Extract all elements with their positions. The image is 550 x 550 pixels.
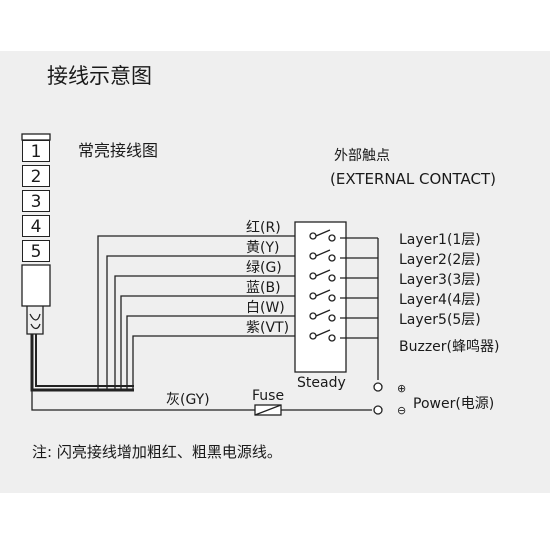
layer-label-2: Layer2(2层) bbox=[399, 252, 481, 268]
tower-cap bbox=[21, 133, 51, 141]
power-label: Power(电源) bbox=[413, 396, 495, 412]
tower-segment-1: 1 bbox=[22, 140, 50, 162]
wire-label-blue: 蓝(B) bbox=[246, 280, 281, 296]
tower-segment-5: 5 bbox=[22, 240, 50, 262]
wire-gray bbox=[31, 390, 255, 411]
wire-label-violet: 紫(VT) bbox=[246, 320, 290, 336]
wire-label-yellow: 黄(Y) bbox=[246, 240, 280, 256]
tower-mount-hook bbox=[29, 313, 41, 321]
tower-segment-3: 3 bbox=[22, 190, 50, 212]
wire-label-green: 绿(G) bbox=[246, 260, 282, 276]
tower-segment-2: 2 bbox=[22, 165, 50, 187]
wire-red bbox=[97, 235, 308, 389]
wire-label-red: 红(R) bbox=[246, 220, 281, 236]
relay-contacts bbox=[309, 229, 336, 342]
buzzer-label: Buzzer(蜂鸣器) bbox=[399, 339, 500, 355]
wire-violet bbox=[132, 335, 308, 389]
fuse-label: Fuse bbox=[252, 388, 285, 404]
layer-label-1: Layer1(1层) bbox=[399, 232, 481, 248]
tower-segment-4: 4 bbox=[22, 215, 50, 237]
steady-wiring-subtitle: 常亮接线图 bbox=[78, 141, 159, 160]
external-contact-label-en: (EXTERNAL CONTACT) bbox=[330, 170, 496, 188]
wire-yellow bbox=[106, 255, 308, 389]
diagram-panel bbox=[0, 51, 550, 493]
plus-symbol: ⊕ bbox=[397, 382, 407, 395]
power-plus-terminal bbox=[373, 382, 383, 392]
power-minus-terminal bbox=[373, 405, 383, 415]
minus-symbol: ⊖ bbox=[397, 404, 407, 417]
layer-label-3: Layer3(3层) bbox=[399, 272, 481, 288]
wire-label-white: 白(W) bbox=[246, 300, 285, 316]
tower-base bbox=[21, 264, 51, 307]
gray-wire-label: 灰(GY) bbox=[166, 392, 210, 408]
wire-white bbox=[126, 315, 308, 389]
layer-label-4: Layer4(4层) bbox=[399, 292, 481, 308]
steady-label: Steady bbox=[297, 375, 346, 391]
cable-bundle bbox=[30, 334, 134, 392]
wire-blue bbox=[120, 295, 308, 389]
relay-block bbox=[294, 221, 347, 373]
wire-green bbox=[114, 275, 308, 389]
footnote: 注: 闪亮接线增加粗红、粗黑电源线。 bbox=[32, 443, 282, 461]
external-contact-label-cn: 外部触点 bbox=[334, 148, 390, 164]
diagram-title: 接线示意图 bbox=[47, 64, 152, 88]
layer-label-5: Layer5(5层) bbox=[399, 312, 481, 328]
